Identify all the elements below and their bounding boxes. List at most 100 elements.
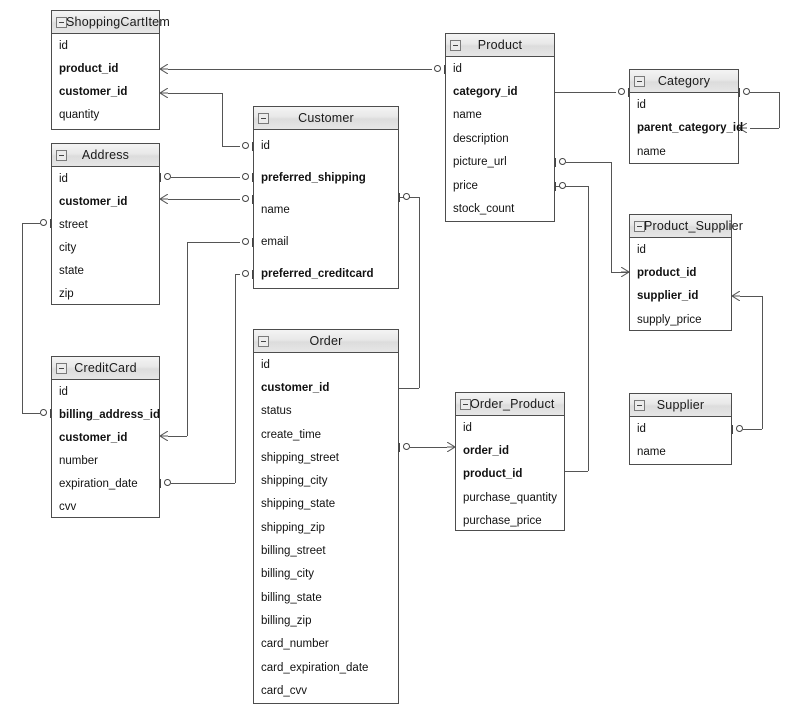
- attribute-row[interactable]: name: [446, 104, 554, 127]
- attribute-row[interactable]: description: [446, 127, 554, 150]
- attribute-row[interactable]: card_number: [254, 633, 398, 656]
- attribute-row[interactable]: id: [456, 416, 564, 439]
- attribute-row[interactable]: purchase_quantity: [456, 486, 564, 509]
- collapse-icon[interactable]: [258, 336, 269, 347]
- entity-header-category[interactable]: Category: [630, 70, 738, 93]
- attribute-row[interactable]: state: [52, 259, 159, 282]
- attribute-name: billing_state: [261, 591, 322, 604]
- entity-header-supplier[interactable]: Supplier: [630, 394, 731, 417]
- connector-segment: [22, 223, 40, 224]
- entity-header-shoppingcartitem[interactable]: ShoppingCartItem: [52, 11, 170, 34]
- attribute-row[interactable]: billing_street: [254, 539, 398, 562]
- attribute-row[interactable]: price: [446, 174, 554, 197]
- entity-title: Address: [81, 148, 130, 162]
- attribute-name: name: [261, 204, 290, 216]
- entity-header-order[interactable]: Order: [254, 330, 398, 353]
- attribute-name: expiration_date: [59, 477, 138, 490]
- attribute-name: id: [261, 358, 270, 371]
- attribute-row[interactable]: email: [254, 226, 398, 258]
- connector-segment: [555, 92, 616, 93]
- entity-header-product[interactable]: Product: [446, 34, 554, 57]
- attribute-row[interactable]: preferred_shipping: [254, 162, 398, 194]
- attribute-name: category_id: [453, 86, 518, 99]
- attribute-row[interactable]: expiration_date: [52, 472, 159, 495]
- attribute-name: create_time: [261, 428, 322, 441]
- attribute-row[interactable]: name: [630, 441, 731, 465]
- attribute-row[interactable]: billing_zip: [254, 609, 398, 632]
- attribute-row[interactable]: picture_url: [446, 151, 554, 174]
- attribute-row[interactable]: cvv: [52, 495, 159, 518]
- attribute-row[interactable]: shipping_state: [254, 493, 398, 516]
- attribute-row[interactable]: status: [254, 400, 398, 423]
- attribute-row[interactable]: name: [630, 140, 738, 164]
- attribute-row[interactable]: card_expiration_date: [254, 656, 398, 679]
- entity-header-order_product[interactable]: Order_Product: [456, 393, 564, 416]
- attribute-row[interactable]: street: [52, 213, 159, 236]
- attribute-row[interactable]: supplier_id: [630, 285, 731, 308]
- collapse-icon[interactable]: [56, 17, 67, 28]
- collapse-icon[interactable]: [634, 76, 645, 87]
- attribute-row[interactable]: stock_count: [446, 197, 554, 220]
- attribute-row[interactable]: id: [254, 130, 398, 162]
- attribute-row[interactable]: product_id: [52, 57, 159, 80]
- attribute-row[interactable]: customer_id: [52, 80, 159, 103]
- attribute-row[interactable]: preferred_creditcard: [254, 258, 398, 290]
- entity-header-address[interactable]: Address: [52, 144, 159, 167]
- cardinality-many-marker: [621, 267, 629, 277]
- attribute-row[interactable]: id: [630, 238, 731, 261]
- entity-header-customer[interactable]: Customer: [254, 107, 398, 130]
- collapse-icon[interactable]: [460, 399, 471, 410]
- attribute-row[interactable]: id: [52, 34, 159, 57]
- attribute-row[interactable]: billing_city: [254, 563, 398, 586]
- attribute-row[interactable]: billing_address_id: [52, 403, 160, 426]
- collapse-icon[interactable]: [450, 40, 461, 51]
- attribute-row[interactable]: purchase_price: [456, 509, 564, 532]
- collapse-icon[interactable]: [56, 150, 67, 161]
- entity-header-product_supplier[interactable]: Product_Supplier: [630, 215, 743, 238]
- attribute-row[interactable]: customer_id: [52, 426, 159, 449]
- attribute-row[interactable]: billing_state: [254, 586, 398, 609]
- attribute-row[interactable]: id: [254, 353, 398, 376]
- collapse-icon[interactable]: [258, 113, 269, 124]
- attribute-row[interactable]: number: [52, 449, 159, 472]
- attribute-row[interactable]: id: [630, 417, 731, 441]
- attribute-row[interactable]: product_id: [630, 261, 731, 284]
- attribute-row[interactable]: product_id: [456, 463, 564, 486]
- connector-segment: [235, 274, 236, 483]
- attribute-row[interactable]: parent_category_id: [630, 117, 743, 141]
- attribute-row[interactable]: category_id: [446, 80, 554, 103]
- attribute-row[interactable]: zip: [52, 282, 159, 305]
- attribute-row[interactable]: card_cvv: [254, 679, 398, 702]
- attribute-row[interactable]: id: [630, 93, 738, 117]
- collapse-icon[interactable]: [634, 400, 645, 411]
- attribute-row[interactable]: id: [52, 380, 159, 403]
- attribute-row[interactable]: shipping_zip: [254, 516, 398, 539]
- attribute-row[interactable]: name: [254, 194, 398, 226]
- attribute-row[interactable]: supply_price: [630, 308, 731, 331]
- attribute-row[interactable]: quantity: [52, 103, 159, 126]
- collapse-icon[interactable]: [56, 363, 67, 374]
- attribute-row[interactable]: shipping_street: [254, 446, 398, 469]
- attribute-row[interactable]: id: [446, 57, 554, 80]
- attribute-row[interactable]: city: [52, 236, 159, 259]
- attribute-row[interactable]: customer_id: [254, 376, 398, 399]
- collapse-icon[interactable]: [634, 221, 645, 232]
- entity-header-creditcard[interactable]: CreditCard: [52, 357, 159, 380]
- attribute-row[interactable]: id: [52, 167, 159, 190]
- attribute-row[interactable]: shipping_city: [254, 469, 398, 492]
- attribute-name: email: [261, 236, 289, 248]
- attribute-row[interactable]: customer_id: [52, 190, 159, 213]
- attribute-row[interactable]: create_time: [254, 423, 398, 446]
- attribute-row[interactable]: order_id: [456, 439, 564, 462]
